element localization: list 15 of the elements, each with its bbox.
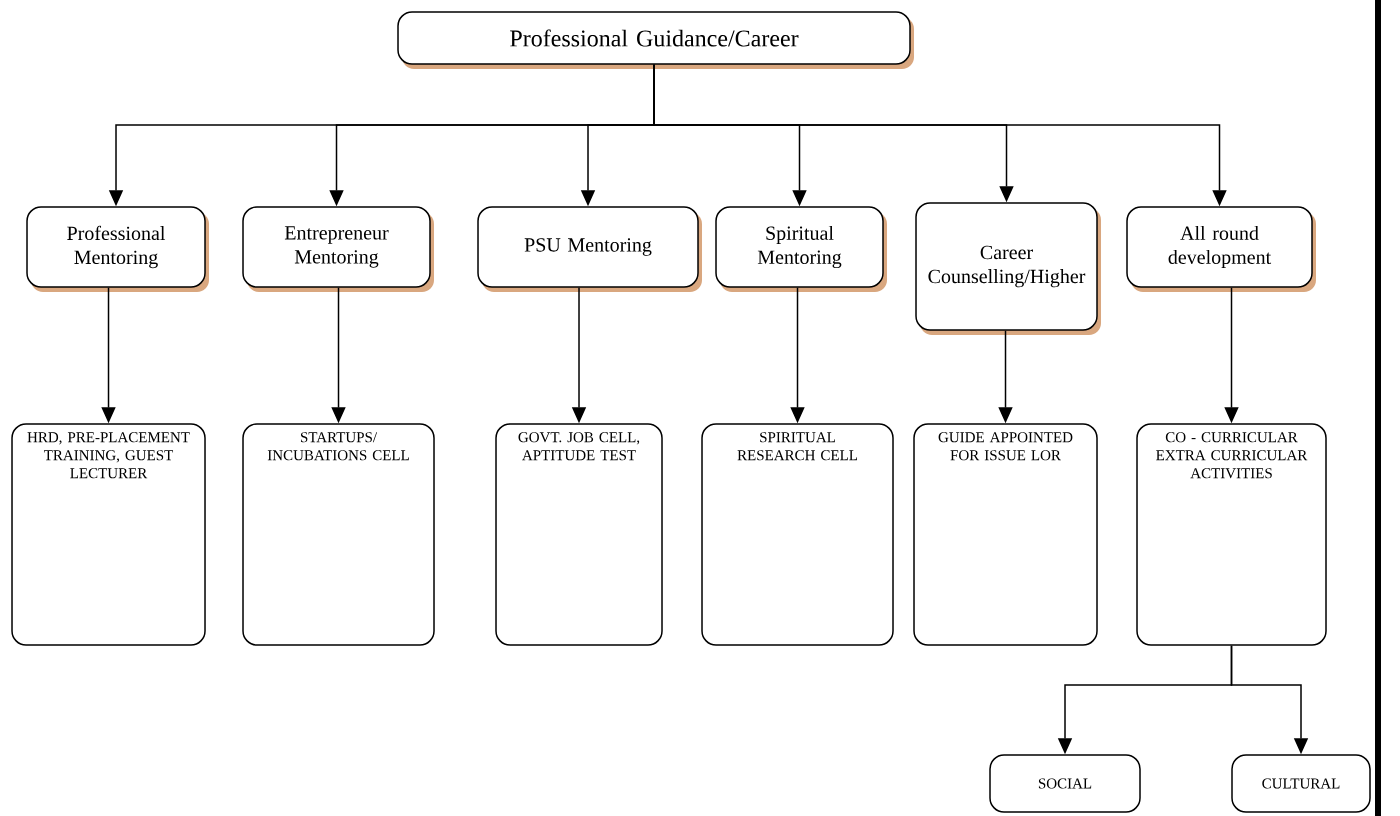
- activity-box: HRD, PRE-PLACEMENT TRAINING, GUEST LECTURER: [11, 423, 206, 646]
- category-box: PSU Mentoring: [477, 206, 702, 292]
- category-box: Career Counselling/Higher: [915, 202, 1101, 335]
- category-box: All round development: [1126, 206, 1316, 292]
- activity-box: CULTURAL: [1231, 754, 1371, 813]
- activity-box: GUIDE APPOINTED FOR ISSUE LOR: [913, 423, 1098, 646]
- category-box: Professional Mentoring: [26, 206, 209, 292]
- category-box: Entrepreneur Mentoring: [242, 206, 434, 292]
- activity-box: SOCIAL: [989, 754, 1141, 813]
- activity-box: CO - CURRICULAR EXTRA CURRICULAR ACTIVITIES: [1136, 423, 1327, 646]
- title-box: Professional Guidance/Career: [397, 11, 914, 69]
- activity-box: SPIRITUAL RESEARCH CELL: [701, 423, 894, 646]
- activity-box: STARTUPS/ INCUBATIONS CELL: [242, 423, 435, 646]
- category-box: Spiritual Mentoring: [715, 206, 887, 292]
- activity-box: GOVT. JOB CELL, APTITUDE TEST: [495, 423, 663, 646]
